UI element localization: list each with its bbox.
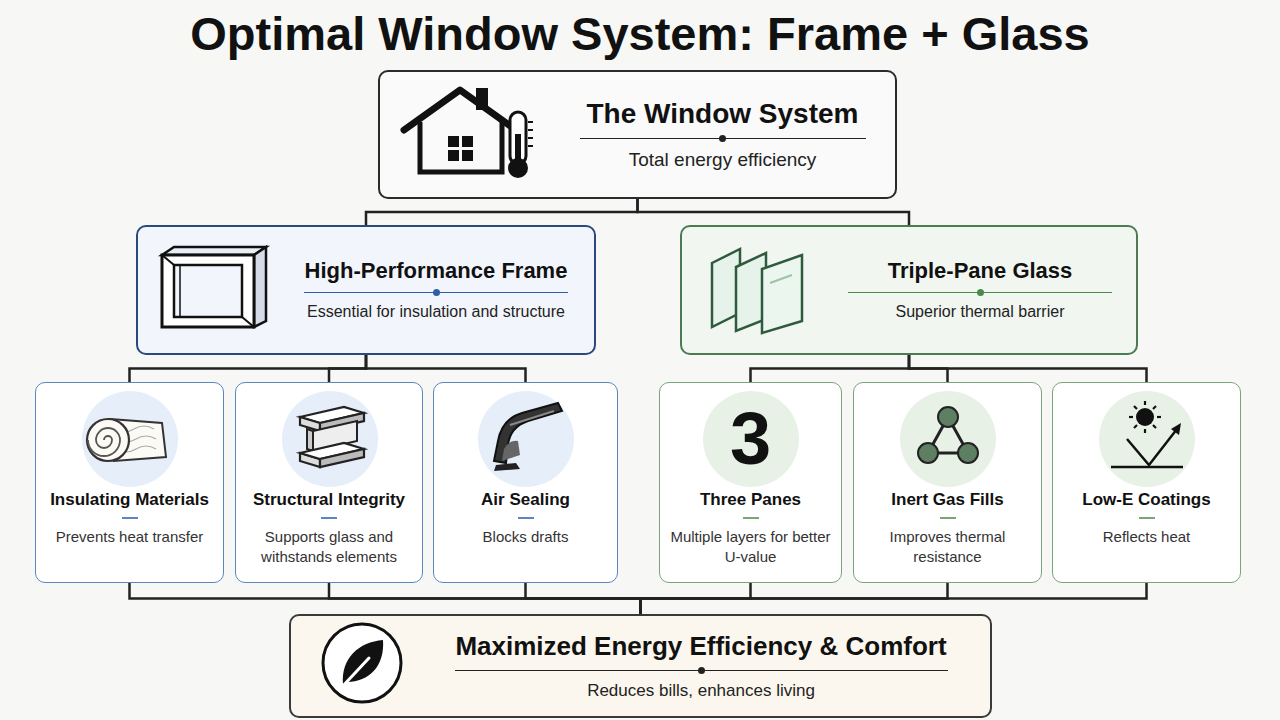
feature-title: Structural Integrity — [253, 489, 405, 510]
feature-box: 3Three PanesMultiple layers for better U… — [659, 382, 842, 583]
text-block: Inert Gas FillsImproves thermal resistan… — [862, 489, 1033, 566]
result-box: Maximized Energy Efficiency & ComfortRed… — [289, 614, 992, 718]
box-subtitle: Superior thermal barrier — [896, 302, 1065, 322]
window-frame-icon — [156, 243, 271, 331]
box-heading: Triple-Pane Glass — [888, 258, 1073, 284]
text-block: Triple-Pane GlassSuperior thermal barrie… — [830, 227, 1130, 353]
separator-dot — [977, 289, 984, 296]
feature-box: Low-E CoatingsReflects heat — [1052, 382, 1241, 583]
leaf-icon — [319, 620, 405, 706]
glass-box: Triple-Pane GlassSuperior thermal barrie… — [680, 225, 1138, 355]
connector — [329, 583, 641, 614]
text-block: Insulating MaterialsPrevents heat transf… — [44, 489, 215, 547]
box-subtitle: Total energy efficiency — [629, 148, 817, 172]
text-block: Maximized Energy Efficiency & ComfortRed… — [421, 616, 981, 716]
feature-box: Inert Gas FillsImproves thermal resistan… — [853, 382, 1042, 583]
gas-molecule-icon — [898, 389, 998, 489]
box-subtitle: Essential for insulation and structure — [307, 302, 565, 322]
i-beam-icon — [280, 389, 380, 489]
feature-box: Structural IntegritySupports glass and w… — [235, 382, 423, 583]
house-thermometer-icon — [398, 82, 538, 180]
separator-line — [455, 670, 948, 671]
feature-description: Blocks drafts — [483, 527, 569, 547]
feature-title: Low-E Coatings — [1082, 489, 1210, 510]
dash-separator — [321, 517, 337, 519]
connector — [751, 355, 910, 382]
feature-description: Multiple layers for better U-value — [668, 527, 833, 566]
feature-description: Prevents heat transfer — [56, 527, 204, 547]
feature-title: Air Sealing — [481, 489, 570, 510]
feature-title: Insulating Materials — [50, 489, 209, 510]
separator-dot — [719, 135, 726, 142]
dash-separator — [518, 517, 534, 519]
box-heading: The Window System — [586, 97, 858, 131]
frame-box: High-Performance FrameEssential for insu… — [136, 225, 596, 355]
separator-dot — [433, 289, 440, 296]
feature-title: Inert Gas Fills — [891, 489, 1003, 510]
feature-description: Reflects heat — [1103, 527, 1191, 547]
connector — [526, 583, 641, 614]
text-block: Three PanesMultiple layers for better U-… — [668, 489, 833, 566]
connector — [909, 355, 1147, 382]
feature-box: Air SealingBlocks drafts — [433, 382, 618, 583]
number-label: 3 — [660, 389, 841, 489]
diagram-title: Optimal Window System: Frame + Glass — [0, 6, 1280, 61]
feature-description: Improves thermal resistance — [862, 527, 1033, 566]
dash-separator — [122, 517, 138, 519]
text-block: Low-E CoatingsReflects heat — [1061, 489, 1232, 547]
text-block: Air SealingBlocks drafts — [442, 489, 609, 547]
text-block: Structural IntegritySupports glass and w… — [244, 489, 414, 566]
separator-line — [580, 138, 866, 139]
triple-pane-icon — [706, 243, 816, 335]
text-block: High-Performance FrameEssential for insu… — [286, 227, 586, 353]
sun-reflection-icon — [1097, 389, 1197, 489]
connector — [130, 583, 641, 614]
connector — [130, 355, 367, 382]
dash-separator — [743, 517, 759, 519]
insulation-roll-icon — [80, 389, 180, 489]
text-block: The Window SystemTotal energy efficiency — [560, 72, 885, 197]
separator-dot — [698, 667, 705, 674]
system-box: The Window SystemTotal energy efficiency — [378, 70, 897, 199]
separator-line — [304, 292, 568, 293]
connector — [366, 355, 526, 382]
connector — [329, 355, 366, 382]
separator-line — [848, 292, 1112, 293]
dash-separator — [1139, 517, 1155, 519]
connector — [641, 583, 1147, 614]
feature-box: Insulating MaterialsPrevents heat transf… — [35, 382, 224, 583]
feature-description: Supports glass and withstands elements — [244, 527, 414, 566]
connector — [366, 199, 638, 225]
connector — [638, 199, 910, 225]
weatherstrip-icon — [476, 389, 576, 489]
box-heading: Maximized Energy Efficiency & Comfort — [455, 631, 946, 662]
feature-title: Three Panes — [700, 489, 801, 510]
box-subtitle: Reduces bills, enhances living — [587, 680, 815, 701]
box-heading: High-Performance Frame — [305, 258, 568, 284]
dash-separator — [940, 517, 956, 519]
